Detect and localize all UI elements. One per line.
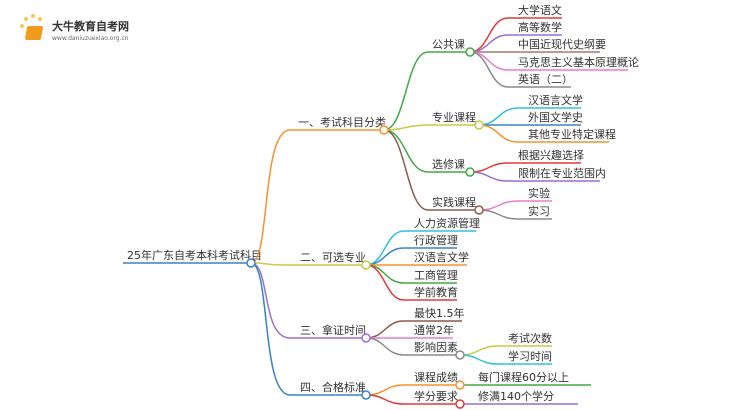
collapse-toggle[interactable] (361, 390, 371, 400)
node-label[interactable]: 学前教育 (414, 285, 458, 299)
collapse-toggle[interactable] (465, 167, 475, 177)
collapse-toggle[interactable] (455, 399, 465, 409)
node-label[interactable]: 汉语言文学 (414, 250, 469, 264)
connector (250, 262, 291, 266)
root-node-label[interactable]: 25年广东自考本科考试科目 (127, 248, 262, 262)
connector (383, 51, 429, 131)
node-label[interactable]: 马克思主义基本原理概论 (518, 55, 639, 69)
logo-dot (31, 14, 35, 18)
collapse-toggle[interactable] (465, 47, 475, 57)
connector (383, 129, 429, 211)
node-label[interactable]: 高等数学 (518, 20, 562, 34)
connector (250, 129, 291, 264)
connector (478, 200, 519, 211)
connector (383, 124, 429, 131)
connector (365, 384, 405, 396)
connector (469, 51, 509, 71)
node-label[interactable]: 中国近现代史纲要 (518, 38, 606, 51)
collapse-toggle[interactable] (379, 125, 389, 135)
node-label[interactable]: 三、拿证时间 (300, 323, 366, 337)
connector (478, 107, 519, 126)
connector (365, 320, 405, 339)
connector (365, 264, 405, 284)
connector (365, 247, 405, 266)
logo-url: www.daniuzuexiao.org.cn (52, 35, 129, 42)
node-label[interactable]: 通常2年 (414, 323, 454, 337)
collapse-toggle[interactable] (455, 380, 465, 390)
collapse-toggle[interactable] (361, 260, 371, 270)
node-label[interactable]: 外国文学史 (528, 110, 583, 124)
connector (469, 171, 509, 182)
connector (478, 209, 519, 220)
collapse-toggle[interactable] (474, 205, 484, 215)
node-label[interactable]: 每门课程60分以上 (478, 370, 569, 384)
node-label[interactable]: 汉语言文学 (528, 93, 583, 107)
connector (469, 34, 509, 53)
collapse-toggle[interactable] (455, 350, 465, 360)
node-label[interactable]: 大学语文 (518, 3, 562, 17)
logo-dot (38, 17, 42, 21)
node-label[interactable]: 实践课程 (432, 195, 476, 209)
connector (250, 262, 291, 396)
node-label[interactable]: 工商管理 (414, 268, 458, 282)
node-label[interactable]: 实验 (528, 186, 550, 200)
node-label[interactable]: 人力资源管理 (414, 216, 480, 230)
node-label[interactable]: 学习时间 (508, 349, 552, 363)
collapse-toggle[interactable] (246, 258, 256, 268)
node-label[interactable]: 根据兴趣选择 (518, 148, 584, 162)
logo-name: 大牛教育自考网 (52, 20, 129, 33)
node-label[interactable]: 限制在专业范围内 (518, 166, 606, 180)
node-label[interactable]: 公共课 (432, 38, 465, 51)
connector (478, 124, 519, 143)
node-label[interactable]: 影响因素 (414, 341, 458, 354)
node-label[interactable]: 行政管理 (414, 233, 458, 247)
node-label[interactable]: 四、合格标准 (300, 380, 366, 394)
node-label[interactable]: 课程成绩 (414, 371, 458, 384)
connector (459, 345, 499, 356)
node-label[interactable]: 修满140个学分 (478, 389, 554, 403)
node-label[interactable]: 最快1.5年 (414, 306, 465, 320)
node-label[interactable]: 学分要求 (414, 389, 458, 403)
connector (250, 262, 291, 339)
node-label[interactable]: 考试次数 (508, 331, 552, 345)
connector (469, 162, 509, 173)
connector (469, 51, 509, 88)
logo: 大牛教育自考网 www.daniuzuexiao.org.cn (18, 14, 138, 48)
node-label[interactable]: 其他专业特定课程 (528, 127, 616, 141)
connector (459, 354, 499, 365)
collapse-toggle[interactable] (361, 333, 371, 343)
connector (365, 337, 405, 356)
node-label[interactable]: 实习 (528, 204, 550, 218)
logo-dot (24, 17, 28, 21)
node-label[interactable]: 一、考试科目分类 (298, 115, 386, 129)
node-label[interactable]: 选修课 (432, 157, 465, 171)
connector (383, 129, 429, 173)
node-label[interactable]: 英语（二） (518, 72, 573, 86)
logo-dot (20, 24, 24, 28)
node-label[interactable]: 专业课程 (432, 110, 476, 124)
connector (365, 264, 405, 301)
connector (365, 394, 405, 405)
collapse-toggle[interactable] (474, 120, 484, 130)
node-label[interactable]: 二、可选专业 (300, 250, 366, 264)
